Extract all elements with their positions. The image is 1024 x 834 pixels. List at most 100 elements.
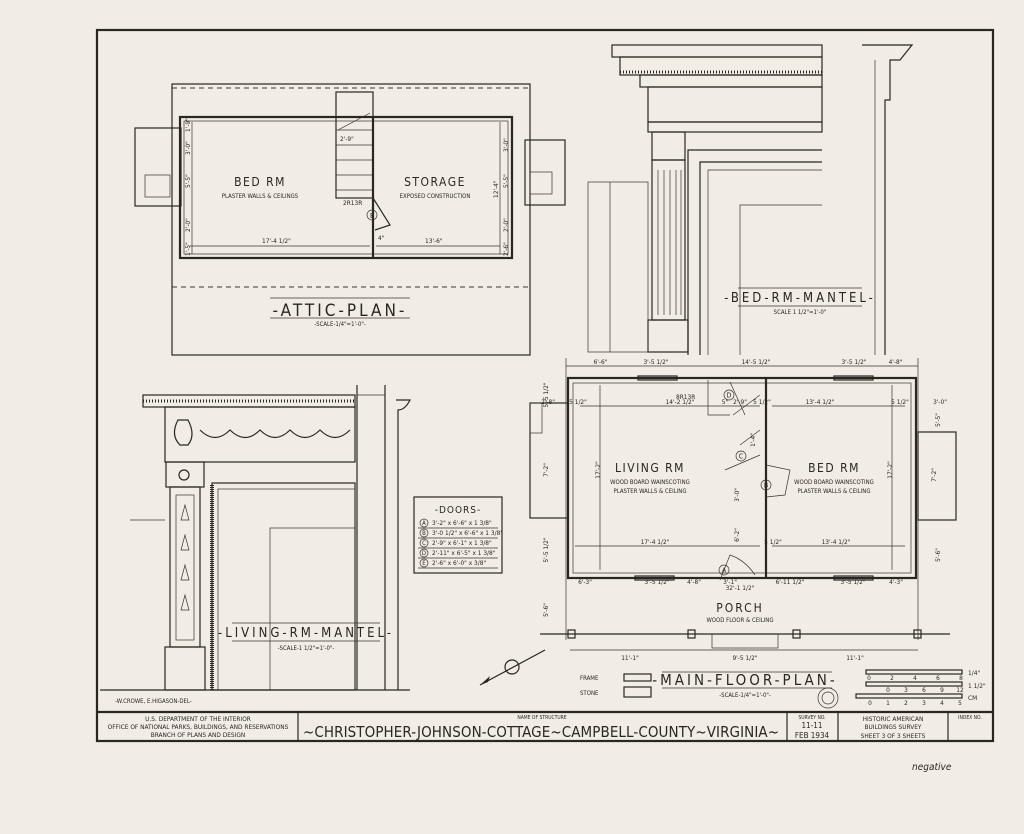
bottom-dim: 4'-3" — [889, 578, 903, 586]
top-dim: 3'-5 1/2" — [643, 358, 668, 366]
attic-dim: 2'-0" — [502, 218, 510, 232]
inner-top-dim: 5" — [722, 398, 729, 406]
side-dim: 17'-2" — [594, 461, 602, 479]
living-rm-mantel-elevation: -LIVING-RM-MANTEL- -SCALE-1 1/2"=1'-0"- — [100, 385, 411, 691]
door-tag: A — [722, 567, 727, 575]
side-dim: 5'-5 1/2" — [542, 537, 550, 562]
attic-dim: 1'-5" — [184, 242, 192, 256]
scale-tick: 9 — [940, 686, 944, 694]
main-room-name: BED RM — [808, 461, 860, 475]
legend-frame-swatch — [623, 673, 652, 682]
attic-riser-label: 2R13R — [343, 199, 362, 207]
scale-tick: 3 — [922, 699, 926, 707]
attic-dim: 1'-9" — [184, 118, 192, 132]
attic-plan-title: -ATTIC-PLAN- — [273, 301, 408, 321]
door-tag: D — [727, 392, 732, 400]
bottom-dim: 6'-11 1/2" — [776, 578, 805, 586]
delineator-credit: -W.CROWE, E.HIGASON-DEL- — [115, 698, 192, 705]
door-key: D — [422, 550, 426, 557]
door-key-circle — [419, 518, 429, 528]
inner-top-dim: 5 1/2" — [891, 398, 909, 406]
attic-chimney-right — [524, 139, 566, 206]
attic-room-note: EXPOSED CONSTRUCTION — [400, 193, 471, 200]
side-dim: 3'-0" — [733, 488, 741, 502]
door-size: 2'-9" x 6'-1" x 1 3/8" — [432, 539, 492, 547]
attic-room-note: PLASTER WALLS & CEILINGS — [222, 193, 299, 200]
inner-bottom-dim: 13'-4 1/2" — [822, 538, 851, 546]
attic-dim: 13'-6" — [425, 237, 443, 245]
main-chimney-right — [917, 431, 957, 521]
door-tag: B — [764, 482, 768, 490]
scale-tick: 2 — [904, 699, 908, 707]
index-no-label: INDEX NO. — [958, 715, 982, 721]
inner-top-dim: 2'-9" — [733, 398, 747, 406]
structure-name: ~CHRISTOPHER-JOHNSON-COTTAGE~CAMPBELL-CO… — [303, 723, 781, 741]
bottom-dim: 6'-3" — [578, 578, 592, 586]
top-dim: 4'-8" — [889, 358, 903, 366]
door-tag-circle — [718, 564, 730, 576]
side-dim: 5'-5" — [934, 413, 942, 427]
main-riser-label: 8R13R — [676, 393, 695, 401]
inner-top-dim: 2'-8" — [541, 398, 555, 406]
scale-tick: 0 — [886, 686, 890, 694]
survey-title-2: BUILDINGS SURVEY — [865, 723, 922, 731]
porch-dim: 11'-1" — [846, 654, 864, 662]
main-chimney-left — [529, 402, 569, 519]
door-tag-circle — [735, 450, 747, 462]
porch-name: PORCH — [716, 601, 764, 615]
legend-stone-label: STONE — [580, 690, 599, 697]
door-tag-circle — [723, 389, 735, 401]
scale-label: CM — [968, 694, 977, 702]
attic-dim: 2'-0" — [184, 218, 192, 232]
title-block: U.S. DEPARTMENT OF THE INTERIOR OFFICE O… — [97, 710, 993, 741]
main-room-note: WOOD BOARD WAINSCOTING — [794, 479, 874, 486]
door-size: 2'-11" x 6'-5" x 1 3/8" — [432, 549, 496, 557]
bottom-dim: 3'-5 1/2" — [644, 578, 669, 586]
attic-dim: 4" — [378, 234, 385, 242]
main-room-note: WOOD BOARD WAINSCOTING — [610, 479, 690, 486]
door-schedule-title: -DOORS- — [435, 505, 482, 516]
main-room-name: LIVING RM — [615, 461, 685, 475]
main-floor-plan-scale: -SCALE-1/4"=1'-0"- — [719, 692, 771, 699]
bottom-dim: 3'-1" — [723, 578, 737, 586]
attic-room-name: STORAGE — [404, 175, 466, 189]
bottom-dim: 4'-8" — [687, 578, 701, 586]
main-floor-plan: LIVING RM WOOD BOARD WAINSCOTING PLASTER… — [479, 358, 986, 709]
side-dim: 6'-2" — [733, 528, 741, 542]
scale-tick: 6 — [936, 674, 940, 682]
door-tag-circle — [760, 479, 772, 491]
door-key-circle — [419, 538, 429, 548]
scale-tick: 8 — [959, 674, 963, 682]
scale-tick: 1 — [886, 699, 890, 707]
inner-top-dim: 3'-0" — [933, 398, 947, 406]
main-floor-plan-title: -MAIN-FLOOR-PLAN- — [652, 671, 838, 689]
door-size: 3'-0 1/2" x 6'-6" x 1 3/8" — [432, 529, 503, 537]
inner-top-dim: 13'-4 1/2" — [806, 398, 835, 406]
door-size: 3'-2" x 6'-6" x 1 3/8" — [432, 519, 492, 527]
porch-dim: 9'-5 1/2" — [732, 654, 757, 662]
survey-no-label: SURVEY NO. — [798, 715, 825, 721]
side-dim: 5'-5 1/2" — [542, 382, 550, 407]
attic-dim: 3'-0" — [502, 138, 510, 152]
survey-seal — [817, 687, 839, 709]
inner-top-dim: 5 1/2" — [569, 398, 587, 406]
attic-room-name: BED RM — [234, 175, 286, 189]
side-dim: 7'-2" — [542, 463, 550, 477]
door-key-circle — [419, 558, 429, 568]
door-key-circle — [419, 528, 429, 538]
main-room-note: PLASTER WALLS & CEILING — [797, 488, 870, 495]
bed-rm-mantel-title: -BED-RM-MANTEL- — [724, 291, 876, 306]
handwritten-signature: negative — [912, 762, 952, 773]
dept-line-3: BRANCH OF PLANS AND DESIGN — [151, 731, 246, 739]
inner-top-dim: 14'-2 1/2" — [666, 398, 695, 406]
side-dim: 17'-2" — [886, 461, 894, 479]
attic-dim: 5'-5" — [184, 174, 192, 188]
scale-tick: 5 — [958, 699, 962, 707]
door-tag: C — [739, 453, 744, 461]
inner-top-dim: 5 1/2" — [753, 398, 771, 406]
attic-chimney-left — [134, 127, 182, 207]
door-key: A — [422, 520, 426, 527]
name-of-structure-label: NAME OF STRUCTURE — [517, 715, 566, 721]
